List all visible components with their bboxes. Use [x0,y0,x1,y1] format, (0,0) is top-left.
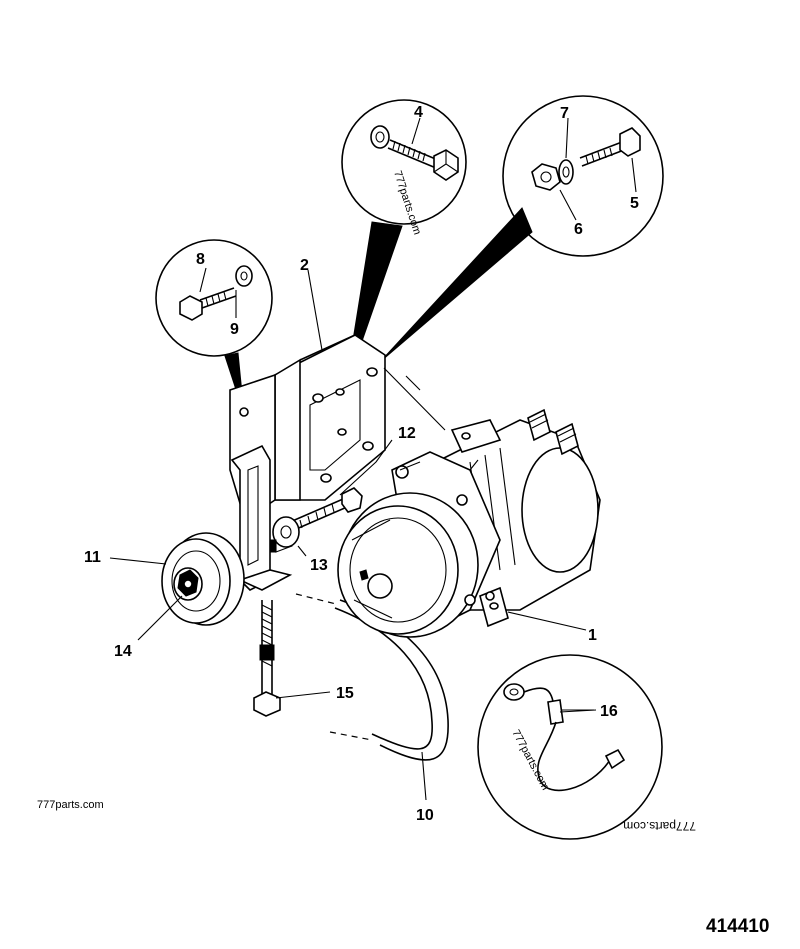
watermark-inset-wire: 777parts.com [509,728,551,792]
stud-and-washer [269,487,363,553]
leader-lines [109,269,597,801]
callout-4: 4 [414,104,423,121]
adjuster-bolt [253,600,281,717]
callout-2: 2 [300,257,309,274]
callout-15: 15 [336,685,354,702]
callout-9: 9 [230,321,239,338]
callout-14: 14 [114,643,132,660]
callout-16: 16 [600,703,618,720]
pulley-bracket [229,373,293,591]
reference-number: 414410 [706,916,769,937]
callout-8: 8 [196,251,205,268]
watermark-inset-wire-mirrored: 777parts.com [623,819,696,833]
callout-6: 6 [574,221,583,238]
callout-11: 11 [84,549,101,566]
inset-bolt-nut-washer [379,95,664,363]
callout-10: 10 [416,807,434,824]
callout-13: 13 [310,557,328,574]
ac-compressor [337,408,601,638]
watermark-bottom-left: 777parts.com [37,799,104,811]
callout-1: 1 [588,627,597,644]
callout-5: 5 [630,195,639,212]
inset-bolt-washer-8-9 [155,239,273,415]
inset-wire-harness: 777parts.com 777parts.com [477,654,696,840]
idler-pulley [161,532,245,626]
callouts: 1 2 4 5 6 7 8 9 10 11 12 13 14 15 16 [84,104,639,824]
callout-7: 7 [560,105,569,122]
callout-12: 12 [398,425,416,442]
